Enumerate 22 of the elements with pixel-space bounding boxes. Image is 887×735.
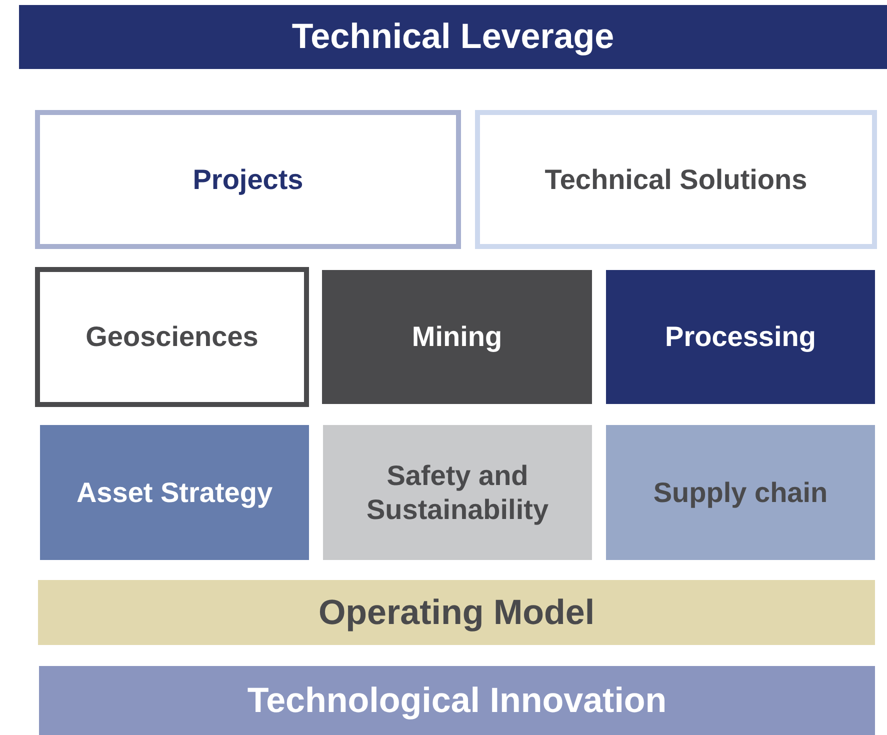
foundation-band xyxy=(38,580,875,645)
category-box xyxy=(606,425,875,560)
banner xyxy=(19,5,887,69)
category-box xyxy=(475,110,877,249)
box-label: Technical Solutions xyxy=(544,162,808,196)
box-label: Mining xyxy=(410,320,504,354)
box-label: Asset Strategy xyxy=(75,476,274,510)
category-box xyxy=(322,270,592,404)
box-label: Processing xyxy=(664,320,817,354)
box-label: Operating Model xyxy=(317,592,596,634)
box-label: Technological Innovation xyxy=(246,680,668,722)
category-box xyxy=(323,425,592,560)
category-box xyxy=(35,110,461,249)
category-box xyxy=(606,270,875,404)
box-label: Projects xyxy=(192,162,304,196)
box-label: Technical Leverage xyxy=(290,16,616,58)
category-box xyxy=(40,425,309,560)
foundation-band xyxy=(39,666,875,735)
box-label: Safety and Sustainability xyxy=(365,458,550,526)
box-label: Supply chain xyxy=(652,476,829,510)
category-box xyxy=(35,267,309,407)
box-label: Geosciences xyxy=(84,320,260,354)
